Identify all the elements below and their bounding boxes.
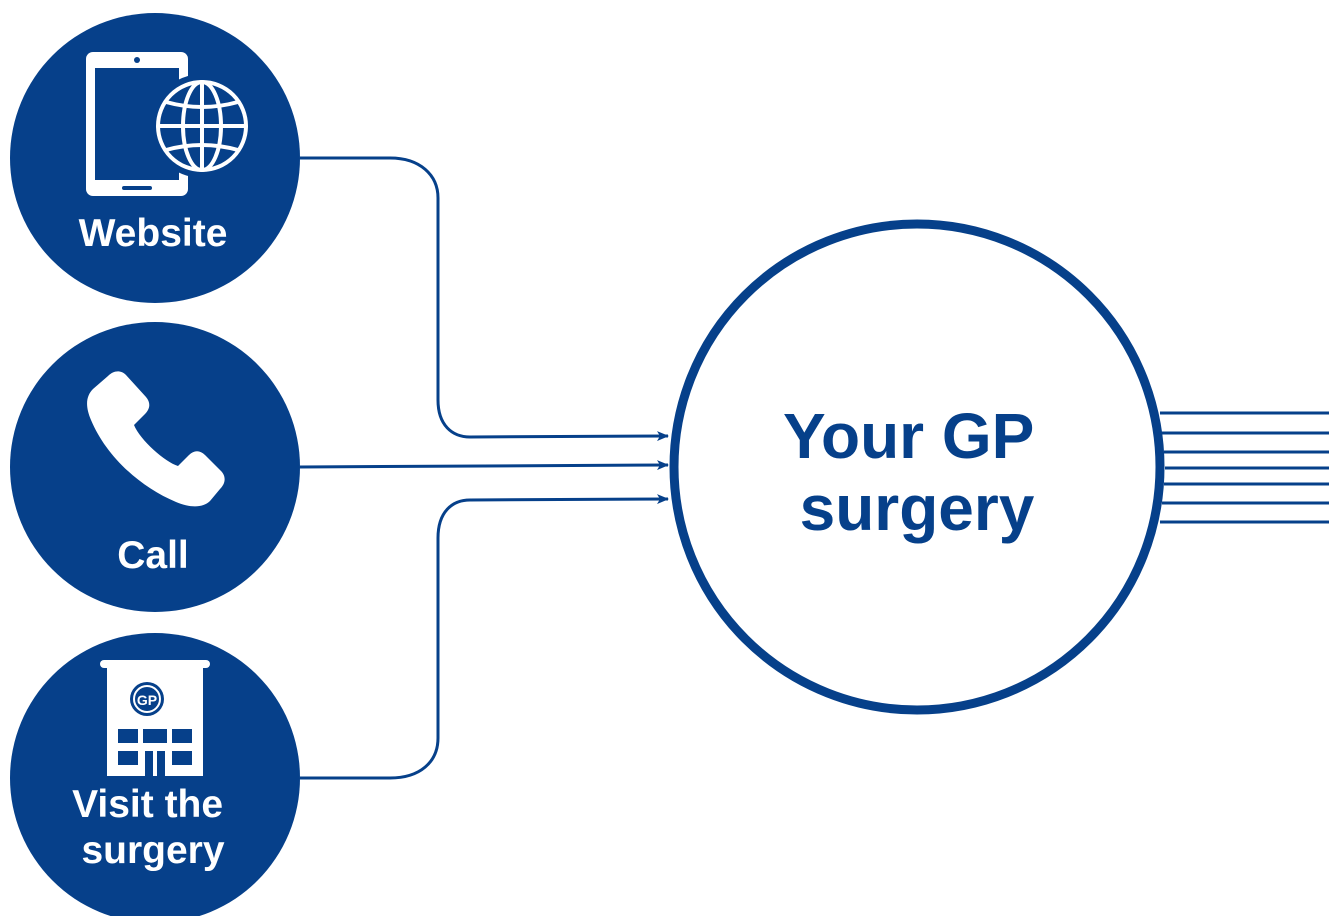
- gp-building-icon: GP: [100, 660, 210, 776]
- channel-label-line-2: surgery: [81, 829, 224, 872]
- svg-text:GP: GP: [137, 692, 157, 708]
- channel-label-line-1: Call: [117, 534, 189, 577]
- hub-label-line-1: Your GP: [783, 400, 1033, 472]
- outgoing-lines: [1160, 411, 1329, 524]
- svg-text:Your GP surgery: Your GP surgery: [783, 400, 1051, 544]
- connector-website: [300, 156, 669, 442]
- tablet-globe-icon: [86, 52, 254, 196]
- channel-visit: GP Visit the surgery: [10, 633, 300, 916]
- channel-website: Website: [10, 13, 300, 303]
- connector-call: [299, 460, 669, 471]
- connector-visit: [300, 494, 669, 780]
- channel-call: Call: [10, 322, 300, 612]
- svg-text:Call: Call: [117, 534, 189, 577]
- hub-circle: [669, 219, 1165, 715]
- channel-label-line-1: Website: [79, 212, 228, 255]
- channel-label-line-1: Visit the: [72, 783, 223, 826]
- svg-text:Visit the surgery: Visit the surgery: [72, 783, 234, 872]
- connectors: [299, 156, 669, 780]
- phone-icon: [87, 371, 225, 507]
- hub-label-line-2: surgery: [800, 472, 1035, 544]
- svg-text:Website: Website: [79, 212, 228, 255]
- hub-node: Your GP surgery: [669, 219, 1165, 715]
